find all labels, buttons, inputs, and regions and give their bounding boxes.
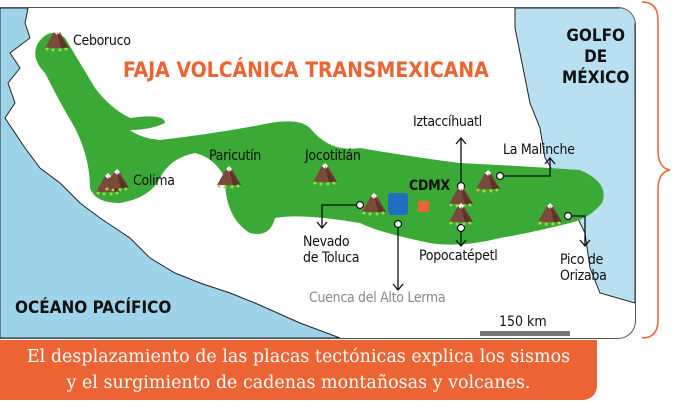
label-colima: Colima	[133, 173, 175, 189]
pacific-ocean	[0, 8, 341, 338]
ocean-label: OCÉANO PACÍFICO	[15, 298, 172, 318]
scale-label: 150 km	[499, 314, 547, 330]
brace-icon	[641, 1, 671, 339]
label-ceboruco: Ceboruco	[73, 33, 131, 49]
label-popocatepetl: Popocatépetl	[419, 248, 498, 264]
map-title: FAJA VOLCÁNICA TRANSMEXICANA	[123, 58, 489, 82]
label-cuenca-alto-lerma: Cuenca del Alto Lerma	[309, 290, 446, 306]
caption-box: El desplazamiento de las placas tectónic…	[0, 340, 597, 400]
gulf-label: GOLFO DE MÉXICO	[562, 26, 630, 88]
label-paricutin: Paricutín	[209, 148, 261, 164]
label-la-malinche: La Malinche	[503, 142, 575, 158]
cuenca-marker	[388, 193, 408, 215]
label-cdmx: CDMX	[409, 178, 450, 194]
map-frame: FAJA VOLCÁNICA TRANSMEXICANA GOLFO DE MÉ…	[0, 7, 636, 339]
scale-bar	[480, 331, 570, 336]
label-pico-de-orizaba: Pico de Orizaba	[560, 252, 607, 284]
label-iztaccihuatl: Iztaccíhuatl	[413, 114, 482, 130]
label-jocotitlan: Jocotitlán	[305, 148, 361, 164]
label-nevado-de-toluca: Nevado de Toluca	[303, 234, 360, 266]
map-graphic	[0, 8, 635, 338]
cdmx-marker	[418, 201, 429, 212]
